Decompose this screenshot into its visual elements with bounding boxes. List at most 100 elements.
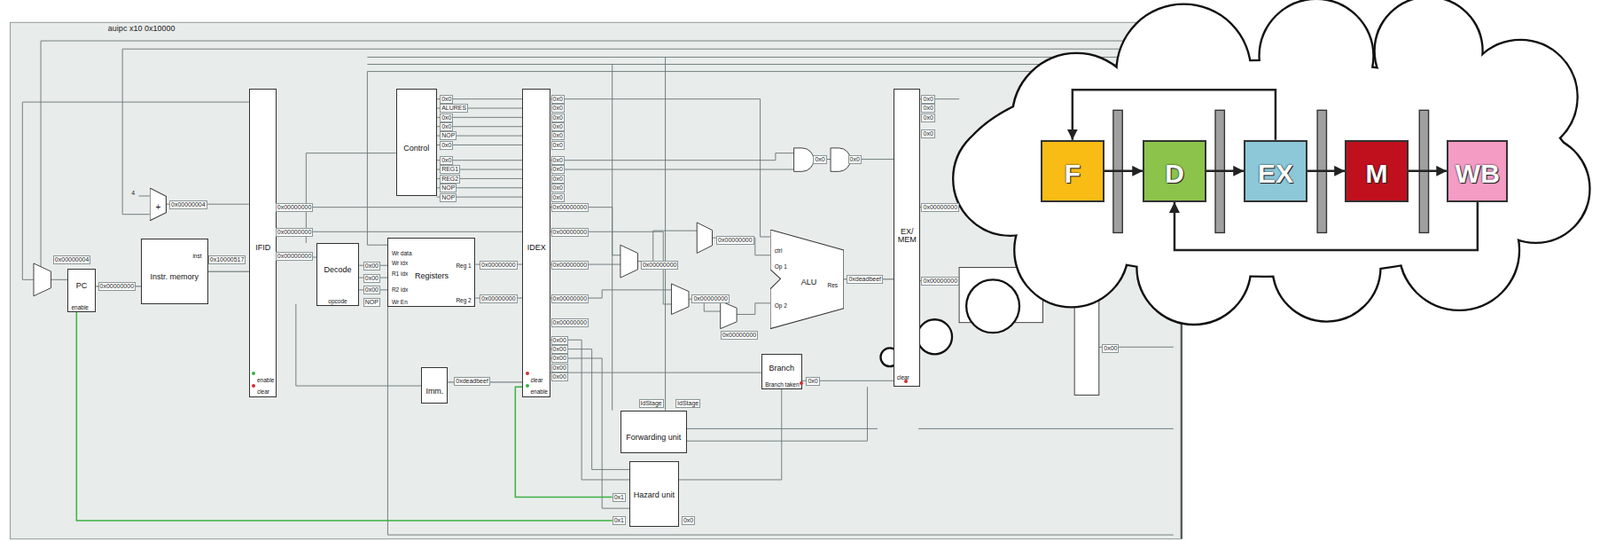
- signal-value: 0x0: [920, 94, 935, 104]
- label-wrap: REG2: [439, 174, 461, 184]
- node-title: EX: [1257, 158, 1294, 188]
- pin-label: enable: [257, 376, 275, 383]
- mux-symbol: [620, 244, 639, 278]
- wire: [736, 303, 771, 315]
- signal-value: 0x0: [805, 376, 820, 386]
- signal-value: 0x00000000: [920, 276, 960, 286]
- label-wrap: 0x0: [551, 131, 565, 141]
- node-title: Hazard unit: [633, 491, 675, 500]
- label-wrap: 0x0: [439, 156, 453, 165]
- wire: [546, 207, 621, 256]
- signal-value: 0x1: [612, 515, 626, 525]
- text-wrap: Branch taken: [764, 374, 799, 391]
- connector: [208, 271, 250, 273]
- text-wrap: EX/ MEM: [894, 227, 920, 247]
- label-wrap: REG1: [439, 164, 461, 174]
- cloud-lobe: [1260, 0, 1374, 113]
- wire: [437, 99, 523, 146]
- label-wrap: 0x00: [363, 273, 381, 283]
- status-dot: [251, 383, 256, 388]
- signal-value: 0x00: [1101, 343, 1119, 353]
- signal-value: 0xdeadbeef: [453, 376, 491, 386]
- connector: [1206, 170, 1245, 173]
- signal-value: 0x00000000: [691, 294, 730, 304]
- adder-symbol: +: [149, 187, 166, 221]
- label-wrap: 0x0: [439, 122, 453, 132]
- node-title: Forwarding unit: [625, 433, 681, 443]
- signal-value: 0x0: [551, 193, 565, 203]
- label-wrap: 0x0: [439, 94, 453, 104]
- text-wrap: ALU: [801, 272, 818, 289]
- label-wrap: 0x0: [551, 103, 565, 113]
- stall-wire: [515, 386, 612, 497]
- node-title: D: [1164, 158, 1185, 188]
- schematic-panel: [10, 22, 1181, 539]
- decode-box: Decode opcode: [316, 242, 360, 306]
- node-title: WB: [1455, 158, 1500, 188]
- signal-value: 0x0: [551, 94, 565, 104]
- text-wrap: clear: [257, 381, 270, 398]
- label-wrap: 0x0: [681, 515, 695, 525]
- label-wrap: 0x00000000: [479, 294, 518, 304]
- pin-label: opcode: [327, 297, 347, 305]
- wire: [546, 358, 630, 508]
- signal-value: 0x00: [363, 285, 381, 295]
- signal-value: 0x0: [920, 103, 935, 113]
- stage-box: WB: [1446, 140, 1508, 203]
- label-wrap: 0xdeadbeef: [846, 274, 883, 284]
- pin-label: ctrl: [774, 247, 783, 254]
- label-wrap: 4: [130, 189, 136, 197]
- signal-label: 4: [130, 189, 136, 197]
- signal-value: 0x00: [551, 372, 569, 382]
- alu-symbol: ALUctrlOp 1Op 2Res: [770, 229, 844, 329]
- label-wrap: 0x00: [551, 372, 569, 382]
- pin-label: Op 1: [774, 263, 788, 270]
- text-wrap: R2 idx: [391, 279, 408, 296]
- wire: [51, 279, 68, 281]
- mux-symbol: [33, 263, 52, 297]
- wire: [139, 195, 151, 196]
- signal-value: 0x00: [551, 335, 569, 345]
- text-wrap: M: [1346, 158, 1406, 188]
- wire: [611, 64, 613, 411]
- pin-label: enable: [70, 304, 89, 311]
- signal-value: 0x0: [439, 156, 453, 165]
- node-title: M: [1365, 158, 1388, 188]
- trail-bubble: [917, 319, 953, 354]
- cloud-lobe: [1464, 40, 1577, 154]
- text-wrap: IFID: [249, 237, 277, 254]
- text-wrap: enable: [70, 296, 89, 313]
- node-title: Registers: [414, 272, 449, 281]
- label-wrap: 0x0: [551, 113, 565, 123]
- node-title: Decode: [324, 265, 352, 275]
- wire: [305, 153, 396, 243]
- text-wrap: Imm.: [421, 381, 447, 398]
- stage-box: EX: [1243, 140, 1307, 203]
- text-wrap: Res: [827, 274, 839, 291]
- status-dot: [904, 379, 908, 383]
- register-box: PCenable: [67, 268, 96, 313]
- mux-symbol: [696, 222, 712, 254]
- text-wrap: Instr. memory: [141, 266, 208, 283]
- label-wrap: 0x0: [551, 174, 565, 184]
- label-wrap: 0x00000000: [275, 227, 314, 237]
- signal-value: ALURES: [439, 103, 469, 113]
- wire: [22, 101, 250, 280]
- label-wrap: 0x00000000: [275, 251, 314, 261]
- register-file: RegistersWr dataWr idxR1 idxR2 idxWr EnR…: [387, 237, 476, 307]
- text-wrap: EX: [1245, 158, 1305, 188]
- text-wrap: ctrl: [774, 240, 783, 257]
- label-wrap: 0x0: [920, 129, 935, 139]
- pin-label: Wr data: [391, 249, 413, 257]
- cloud-fill: [953, 0, 1589, 324]
- hazard-unit: Hazard unit: [629, 460, 679, 527]
- label-wrap: 0x00: [551, 344, 569, 354]
- wire: [546, 99, 776, 237]
- text-wrap: Branch: [762, 358, 802, 375]
- pin-label: inst: [192, 252, 202, 259]
- text-wrap: Hazard unit: [630, 484, 678, 501]
- signal-value: NOP: [439, 131, 457, 141]
- label-wrap: 0x00: [363, 261, 381, 271]
- stage-box: F: [1040, 140, 1104, 203]
- text-wrap: Wr En: [391, 291, 408, 308]
